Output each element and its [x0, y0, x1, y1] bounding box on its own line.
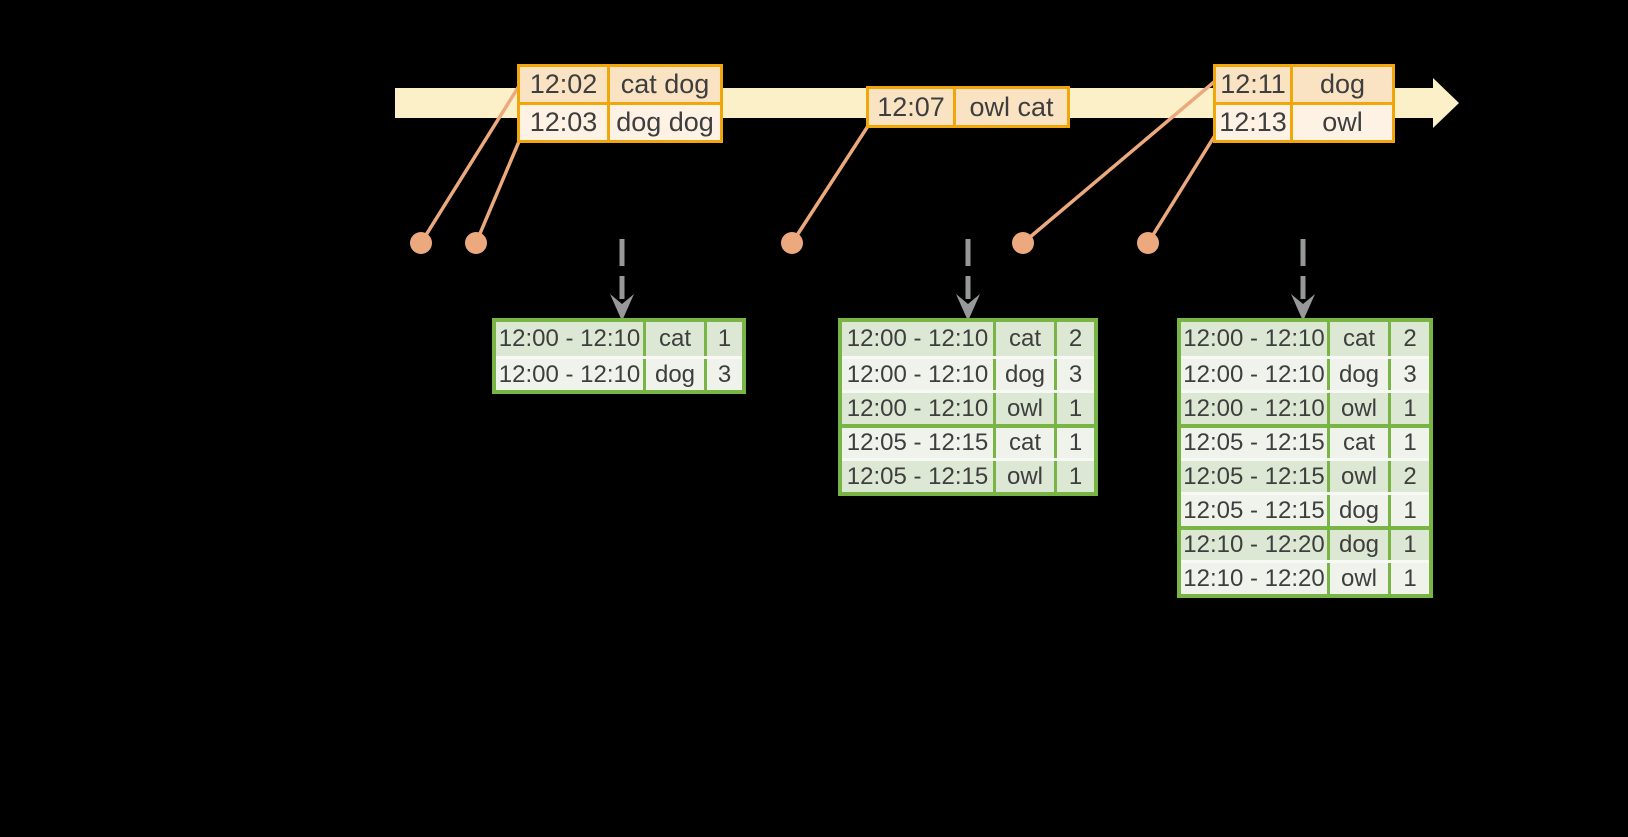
table-cell: dog — [646, 359, 704, 390]
event-dot — [410, 232, 432, 254]
table-cell: 12:00 - 12:10 — [1181, 393, 1327, 424]
table-cell: 12:05 - 12:15 — [1181, 461, 1327, 492]
table-cell: 12:00 - 12:10 — [1181, 322, 1327, 356]
table-cell: cat — [1330, 322, 1388, 356]
table-cell: 12:05 - 12:15 — [842, 428, 993, 458]
event-dot — [465, 232, 487, 254]
trigger-arrow — [610, 239, 634, 321]
table-cell: cat — [996, 428, 1054, 458]
table-cell: cat dog — [610, 67, 720, 102]
trigger-arrow — [1291, 239, 1315, 321]
table-cell: dog dog — [610, 105, 720, 140]
event-dot — [1137, 232, 1159, 254]
table-cell: 3 — [1391, 359, 1429, 390]
table-cell: 12:13 — [1216, 105, 1290, 140]
table-cell: 2 — [1391, 322, 1429, 356]
table-cell: 12:00 - 12:10 — [842, 359, 993, 390]
table-cell: owl — [996, 461, 1054, 492]
table-cell: owl — [1330, 461, 1388, 492]
table-cell: owl — [996, 393, 1054, 424]
table-cell: owl — [1330, 393, 1388, 424]
table-cell: 12:05 - 12:15 — [842, 461, 993, 492]
table-cell: 1 — [1057, 461, 1094, 492]
event-connector-line — [474, 131, 525, 244]
table-cell: 1 — [1391, 495, 1429, 526]
table-cell: 12:00 - 12:10 — [842, 322, 993, 356]
table-cell: dog — [1330, 530, 1388, 560]
table-cell: 12:03 — [520, 105, 607, 140]
event-connector-line — [1146, 131, 1219, 244]
trigger-arrow — [956, 239, 980, 321]
table-cell: cat — [646, 322, 704, 356]
table-cell: 1 — [1391, 563, 1429, 594]
table-cell: 12:10 - 12:20 — [1181, 530, 1327, 560]
table-cell: owl — [1330, 563, 1388, 594]
timeline-arrowhead-icon — [1433, 78, 1459, 128]
table-cell: 3 — [1057, 359, 1094, 390]
table-cell: 12:00 - 12:10 — [496, 359, 643, 390]
event-dot — [781, 232, 803, 254]
table-cell: 12:05 - 12:15 — [1181, 495, 1327, 526]
table-cell: cat — [1330, 428, 1388, 458]
table-cell: dog — [1293, 67, 1392, 102]
table-cell: 12:00 - 12:10 — [842, 393, 993, 424]
table-cell: owl cat — [956, 89, 1067, 125]
table-cell: dog — [996, 359, 1054, 390]
table-cell: 12:00 - 12:10 — [496, 322, 643, 356]
table-cell: 12:02 — [520, 67, 607, 102]
event-dot — [1012, 232, 1034, 254]
table-cell: 1 — [1391, 530, 1429, 560]
table-cell: 12:07 — [869, 89, 953, 125]
table-cell: owl — [1293, 105, 1392, 140]
table-cell: dog — [1330, 495, 1388, 526]
table-cell: 1 — [707, 322, 742, 356]
table-cell: 12:10 - 12:20 — [1181, 563, 1327, 594]
table-cell: 12:05 - 12:15 — [1181, 428, 1327, 458]
table-cell: 1 — [1057, 428, 1094, 458]
table-cell: 1 — [1391, 428, 1429, 458]
table-cell: 12:00 - 12:10 — [1181, 359, 1327, 390]
table-cell: 2 — [1057, 322, 1094, 356]
table-cell: dog — [1330, 359, 1388, 390]
table-cell: 2 — [1391, 461, 1429, 492]
table-cell: 3 — [707, 359, 742, 390]
table-cell: cat — [996, 322, 1054, 356]
event-connector-line — [790, 125, 870, 244]
table-cell: 1 — [1057, 393, 1094, 424]
table-cell: 1 — [1391, 393, 1429, 424]
event-dots — [410, 232, 1159, 254]
table-cell: 12:11 — [1216, 67, 1290, 102]
